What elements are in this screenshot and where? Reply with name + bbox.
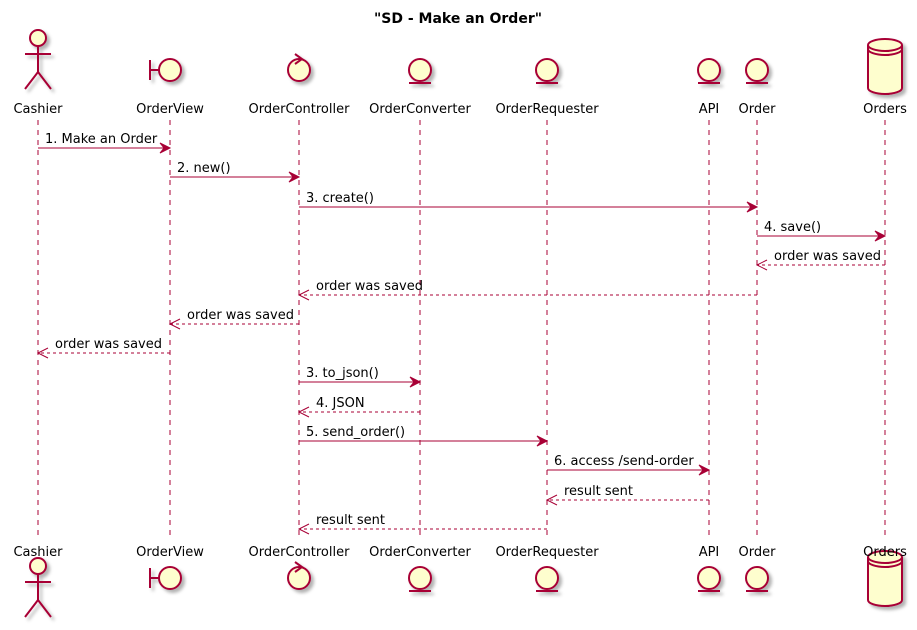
participant-label-orderconverter: OrderConverter bbox=[369, 545, 471, 560]
arrowhead-icon bbox=[755, 259, 768, 271]
arrowhead-icon bbox=[536, 435, 549, 447]
arrowhead-icon bbox=[746, 201, 759, 213]
message-label: order was saved bbox=[55, 337, 162, 352]
message-label: 6. access /send-order bbox=[554, 454, 694, 469]
message-return: result sent bbox=[545, 484, 709, 506]
participant-label-api: API bbox=[699, 102, 720, 117]
entity-icon bbox=[745, 566, 769, 592]
message-label: order was saved bbox=[774, 249, 881, 264]
participants-bottom: Cashier OrderView OrderController OrderConv… bbox=[13, 545, 907, 618]
message-return: order was saved bbox=[755, 249, 885, 271]
entity-icon bbox=[408, 566, 432, 592]
actor-icon bbox=[24, 29, 52, 90]
message-label: order was saved bbox=[316, 279, 423, 294]
database-icon bbox=[867, 550, 903, 607]
message-label: 5. send_order() bbox=[306, 425, 405, 440]
message-return: result sent bbox=[297, 513, 547, 535]
messages: 1. Make an Order 2. new() 3. create() 4. sa… bbox=[36, 132, 887, 535]
entity-icon bbox=[697, 58, 721, 84]
participants-top: Cashier OrderView OrderController OrderConv… bbox=[13, 29, 907, 117]
arrowhead-icon bbox=[409, 376, 422, 388]
message-label: order was saved bbox=[187, 308, 294, 323]
message-call: 3. create() bbox=[299, 191, 759, 213]
entity-icon bbox=[408, 58, 432, 84]
message-call: 6. access /send-order bbox=[547, 454, 711, 476]
message-label: 3. create() bbox=[306, 191, 374, 206]
arrowhead-icon bbox=[545, 494, 558, 506]
actor-icon bbox=[24, 557, 52, 618]
message-label: result sent bbox=[316, 513, 385, 528]
arrowhead-icon bbox=[297, 289, 310, 301]
message-label: 3. to_json() bbox=[306, 366, 379, 381]
message-call: 5. send_order() bbox=[299, 425, 549, 447]
message-return: order was saved bbox=[297, 279, 757, 301]
entity-icon bbox=[697, 566, 721, 592]
message-label: 1. Make an Order bbox=[45, 132, 158, 147]
database-icon bbox=[867, 38, 903, 95]
participant-label-cashier: Cashier bbox=[13, 102, 63, 117]
control-icon bbox=[287, 53, 311, 82]
diagram-title: "SD - Make an Order" bbox=[374, 11, 542, 27]
message-label: result sent bbox=[564, 484, 633, 499]
message-return: 4. JSON bbox=[297, 396, 420, 418]
arrowhead-icon bbox=[159, 142, 172, 154]
entity-icon bbox=[535, 566, 559, 592]
participant-label-orderconverter: OrderConverter bbox=[369, 102, 471, 117]
message-call: 2. new() bbox=[170, 161, 301, 183]
lifelines bbox=[37, 120, 886, 540]
message-return: order was saved bbox=[36, 337, 170, 359]
participant-label-orders: Orders bbox=[863, 102, 907, 117]
boundary-icon bbox=[149, 58, 182, 82]
control-icon bbox=[287, 561, 311, 590]
arrowhead-icon bbox=[36, 347, 49, 359]
arrowhead-icon bbox=[297, 523, 310, 535]
message-call: 4. save() bbox=[757, 220, 887, 242]
participant-label-orderview: OrderView bbox=[136, 545, 204, 560]
arrowhead-icon bbox=[698, 464, 711, 476]
participant-label-orderrequester: OrderRequester bbox=[495, 545, 599, 560]
participant-label-api: API bbox=[699, 545, 720, 560]
message-label: 4. JSON bbox=[316, 396, 365, 411]
participant-label-order: Order bbox=[739, 545, 777, 560]
participant-label-ordercontroller: OrderController bbox=[249, 102, 351, 117]
boundary-icon bbox=[149, 566, 182, 590]
arrowhead-icon bbox=[297, 406, 310, 418]
message-call: 3. to_json() bbox=[299, 366, 422, 388]
participant-label-ordercontroller: OrderController bbox=[249, 545, 351, 560]
arrowhead-icon bbox=[288, 171, 301, 183]
message-call: 1. Make an Order bbox=[38, 132, 172, 154]
arrowhead-icon bbox=[874, 230, 887, 242]
arrowhead-icon bbox=[168, 318, 181, 330]
entity-icon bbox=[535, 58, 559, 84]
participant-label-cashier: Cashier bbox=[13, 545, 63, 560]
message-return: order was saved bbox=[168, 308, 299, 330]
participant-label-order: Order bbox=[739, 102, 777, 117]
participant-label-orderrequester: OrderRequester bbox=[495, 102, 599, 117]
message-label: 2. new() bbox=[177, 161, 231, 176]
participant-label-orderview: OrderView bbox=[136, 102, 204, 117]
entity-icon bbox=[745, 58, 769, 84]
participant-label-orders: Orders bbox=[863, 545, 907, 560]
message-label: 4. save() bbox=[764, 220, 821, 235]
